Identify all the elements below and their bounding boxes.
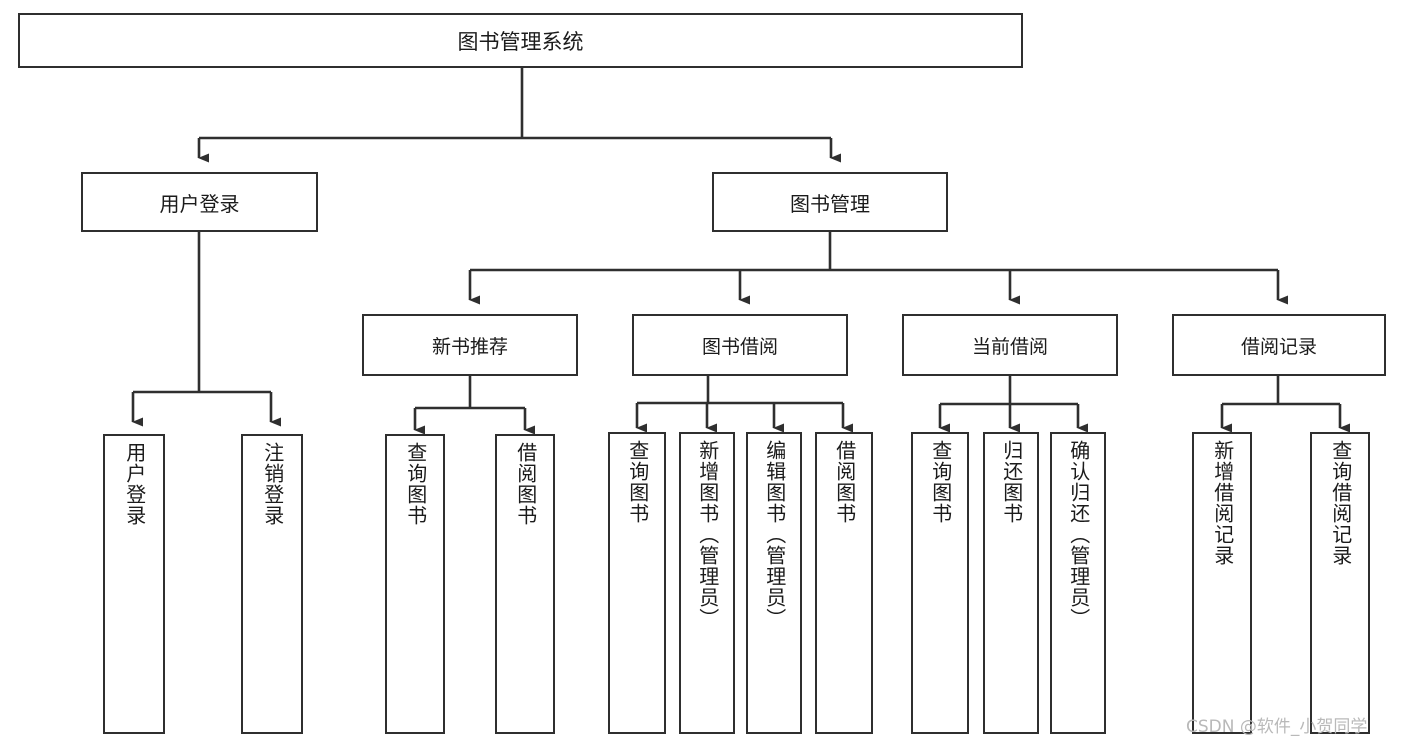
leaf-query-book-current[interactable]: 查询图书 <box>911 432 969 734</box>
leaf-logout[interactable]: 注销登录 <box>241 434 303 734</box>
node-label: 查询借阅记录 <box>1328 440 1353 566</box>
node-label: 归还图书 <box>999 440 1024 524</box>
leaf-query-borrow-record[interactable]: 查询借阅记录 <box>1310 432 1370 734</box>
leaf-borrow-book-recommend[interactable]: 借阅图书 <box>495 434 555 734</box>
node-current-borrow[interactable]: 当前借阅 <box>902 314 1118 376</box>
leaf-add-book-admin[interactable]: 新增图书（管理员） <box>679 432 735 734</box>
node-label: 用户登录 <box>159 191 240 216</box>
node-label: 图书管理 <box>790 191 870 216</box>
leaf-query-book-borrow[interactable]: 查询图书 <box>608 432 666 734</box>
node-label: 借阅记录 <box>1240 335 1317 358</box>
node-label: 图书借阅 <box>701 335 778 358</box>
node-label: 新书推荐 <box>431 335 508 358</box>
node-label: 借阅图书 <box>513 442 538 526</box>
node-new-book-recommend[interactable]: 新书推荐 <box>362 314 578 376</box>
node-borrow-record[interactable]: 借阅记录 <box>1172 314 1386 376</box>
node-label: 注销登录 <box>260 442 285 526</box>
leaf-confirm-return-admin[interactable]: 确认归还（管理员） <box>1050 432 1106 734</box>
node-book-management[interactable]: 图书管理 <box>712 172 948 232</box>
node-label: 新增图书（管理员） <box>695 440 720 629</box>
node-label: 新增借阅记录 <box>1210 440 1235 566</box>
node-label: 确认归还（管理员） <box>1066 440 1091 629</box>
node-book-borrow[interactable]: 图书借阅 <box>632 314 848 376</box>
node-root-book-management-system[interactable]: 图书管理系统 <box>18 13 1023 68</box>
node-label: 图书管理系统 <box>457 29 584 54</box>
leaf-add-borrow-record[interactable]: 新增借阅记录 <box>1192 432 1252 734</box>
watermark: CSDN @软件_小贺同学 <box>1186 717 1368 737</box>
leaf-query-book-recommend[interactable]: 查询图书 <box>385 434 445 734</box>
node-label: 用户登录 <box>122 442 147 526</box>
node-user-login[interactable]: 用户登录 <box>81 172 318 232</box>
leaf-borrow-book[interactable]: 借阅图书 <box>815 432 873 734</box>
node-label: 查询图书 <box>928 440 953 524</box>
node-label: 借阅图书 <box>832 440 857 524</box>
node-label: 查询图书 <box>625 440 650 524</box>
leaf-user-login[interactable]: 用户登录 <box>103 434 165 734</box>
node-label: 编辑图书（管理员） <box>762 440 787 629</box>
leaf-return-book[interactable]: 归还图书 <box>983 432 1039 734</box>
leaf-edit-book-admin[interactable]: 编辑图书（管理员） <box>746 432 802 734</box>
node-label: 当前借阅 <box>971 335 1048 358</box>
node-label: 查询图书 <box>403 442 428 526</box>
